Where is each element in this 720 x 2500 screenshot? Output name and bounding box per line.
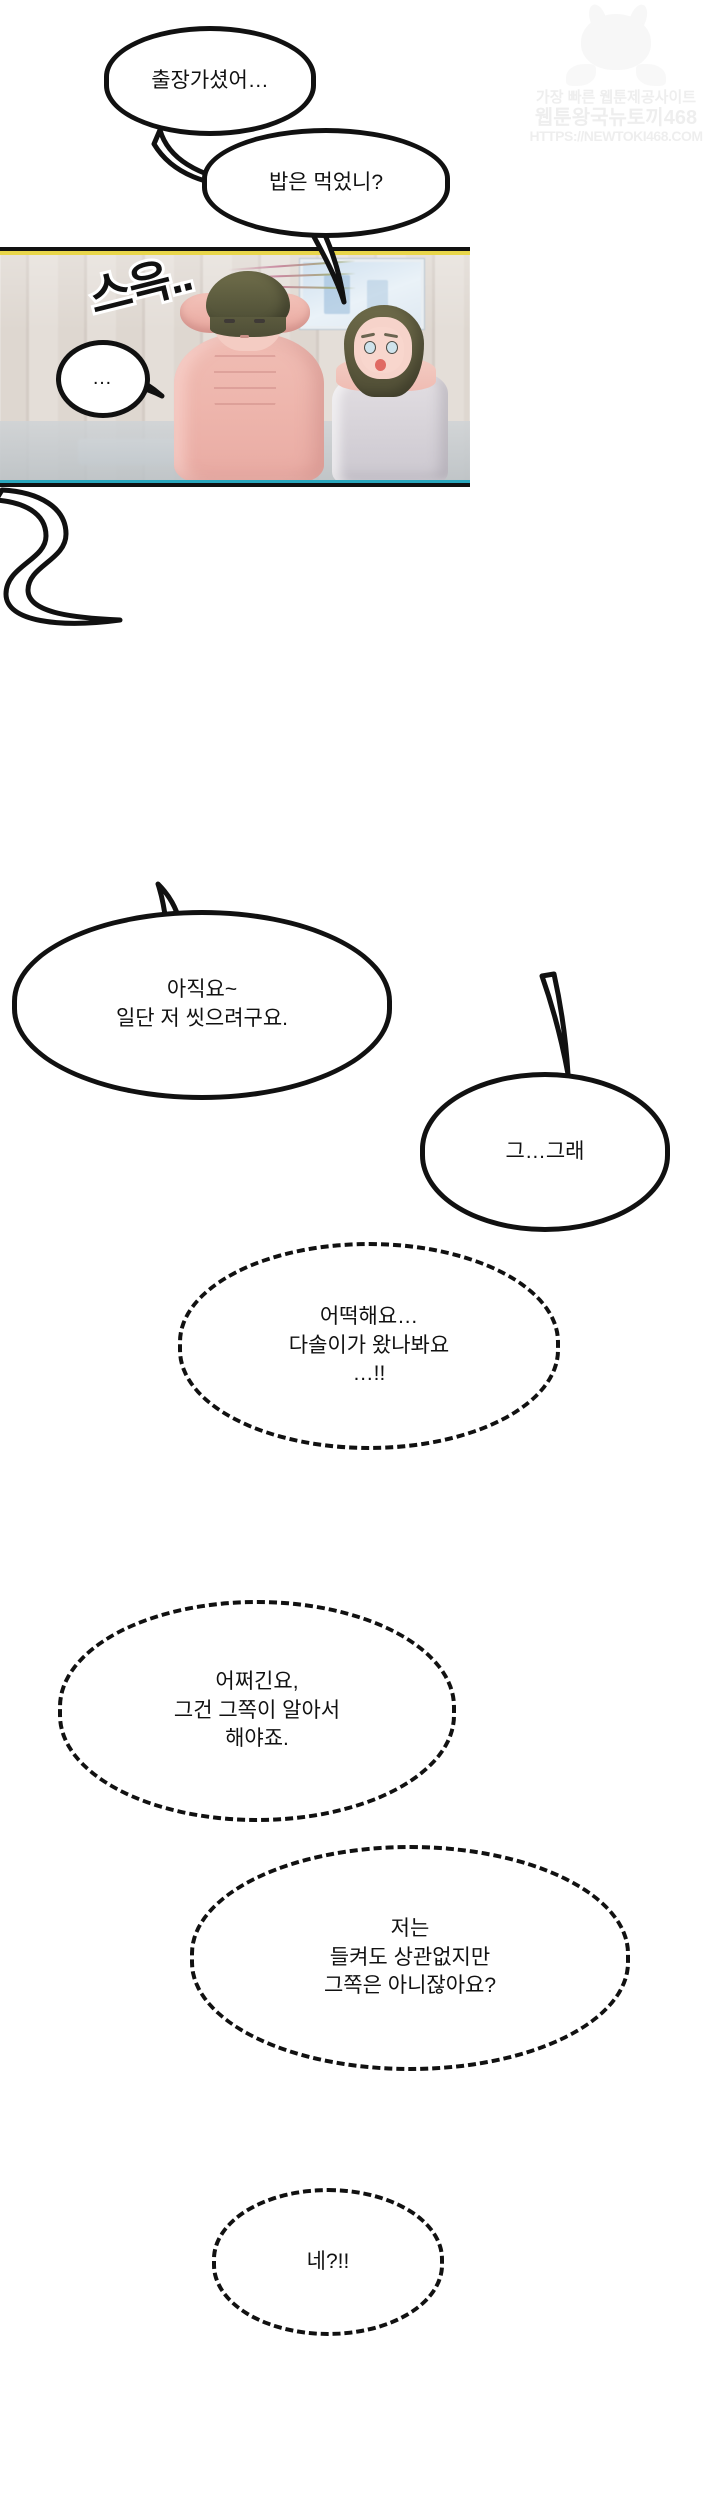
bubble-text: 밥은 먹었니? bbox=[268, 170, 384, 194]
bubble-text: 아직요~ 일단 저 씻으려구요. bbox=[115, 978, 289, 1030]
speech-bubble-business-trip: 출장가셨어… bbox=[104, 26, 316, 136]
bubble-text: 출장가셨어… bbox=[151, 68, 269, 92]
whisper-bubble-i-dont-mind: 저는 들켜도 상관없지만 그쪽은 아니잖아요? bbox=[190, 1845, 630, 2071]
character-man bbox=[158, 271, 340, 483]
bubble-tail-ye-yeah bbox=[539, 970, 600, 1080]
bubble-text: 어떡해요… 다솔이가 왔나봐요 …!! bbox=[288, 1304, 450, 1386]
bubble-text: 네?!! bbox=[306, 2249, 350, 2273]
panel-top-accent-line bbox=[0, 251, 470, 255]
watermark-line-2: 웹툰왕국뉴토끼468 bbox=[534, 106, 698, 129]
watermark-line-3: HTTPS://NEWTOKI468.COM bbox=[529, 128, 703, 145]
site-watermark: 가장 빠른 웹툰제공사이트 웹툰왕국뉴토끼468 HTTPS://NEWTOKI… bbox=[518, 2, 714, 145]
speech-bubble-ellipsis: … bbox=[56, 340, 150, 418]
speech-bubble-not-yet-washing: 아직요~ 일단 저 씻으려구요. bbox=[12, 910, 392, 1100]
bubble-text: 그…그래 bbox=[505, 1139, 585, 1163]
whisper-bubble-your-problem: 어쩌긴요, 그건 그쪽이 알아서 해야죠. bbox=[58, 1600, 456, 1822]
bubble-text: … bbox=[92, 367, 114, 390]
speech-bubble-did-you-eat: 밥은 먹었니? bbox=[202, 128, 450, 238]
watermark-line-1: 가장 빠른 웹툰제공사이트 bbox=[535, 89, 697, 106]
panel-bottom-accent-line bbox=[0, 480, 470, 483]
speech-bubble-ye-yeah: 그…그래 bbox=[420, 1072, 670, 1232]
thought-trail-squiggle bbox=[0, 486, 240, 646]
bubble-text: 저는 들켜도 상관없지만 그쪽은 아니잖아요? bbox=[323, 1916, 497, 1998]
whisper-bubble-huh: 네?!! bbox=[212, 2188, 444, 2336]
bubble-text: 어쩌긴요, 그건 그쪽이 알아서 해야죠. bbox=[173, 1669, 341, 1751]
whisper-bubble-what-do-we-do: 어떡해요… 다솔이가 왔나봐요 …!! bbox=[178, 1242, 560, 1450]
rabbit-mascot-icon bbox=[564, 2, 668, 88]
character-woman bbox=[320, 301, 448, 483]
